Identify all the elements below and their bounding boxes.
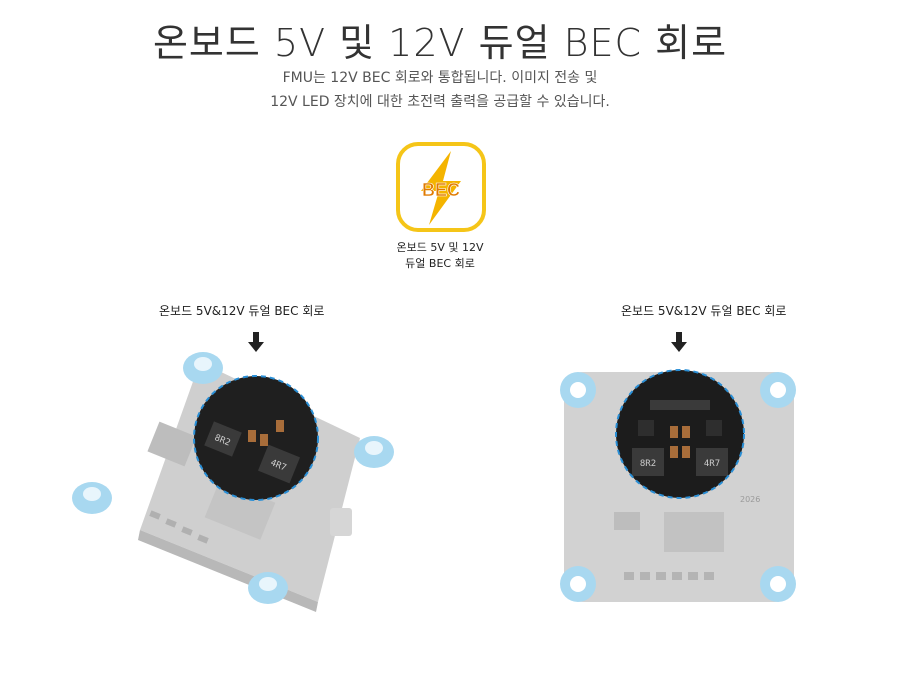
badge-label: 온보드 5V 및 12V 듀얼 BEC 회로	[340, 240, 540, 272]
left-panel-label: 온보드 5V&12V 듀얼 BEC 회로	[159, 304, 325, 318]
down-arrow-icon	[671, 332, 687, 352]
mount-pads	[72, 352, 394, 604]
right-panel-label: 온보드 5V&12V 듀얼 BEC 회로	[621, 304, 787, 318]
subtitle-line-2: 12V LED 장치에 대한 초전력 출력을 공급할 수 있습니다.	[270, 94, 610, 110]
inductor-right-mark: 4R7	[704, 459, 720, 469]
bec-lightning-icon: BEC	[396, 142, 486, 232]
top-view-fc-board: 2026 8R2 4R7	[560, 369, 796, 602]
page-title: 온보드 5V 및 12V 듀얼 BEC 회로	[152, 21, 728, 65]
board-year-mark: 2026	[740, 495, 760, 504]
badge-label-line-2: 듀얼 BEC 회로	[405, 257, 475, 270]
badge-label-line-1: 온보드 5V 및 12V	[396, 241, 484, 254]
angled-fc-board: 8R2 4R7	[72, 352, 394, 612]
inductor-left-mark: 8R2	[640, 459, 656, 469]
bec-icon-text: BEC	[422, 180, 460, 200]
down-arrow-icon	[248, 332, 264, 352]
mount-pads	[560, 372, 796, 602]
page-subtitle: FMU는 12V BEC 회로와 통합됩니다. 이미지 전송 및 12V LED…	[0, 66, 880, 114]
subtitle-line-1: FMU는 12V BEC 회로와 통합됩니다. 이미지 전송 및	[282, 70, 598, 86]
